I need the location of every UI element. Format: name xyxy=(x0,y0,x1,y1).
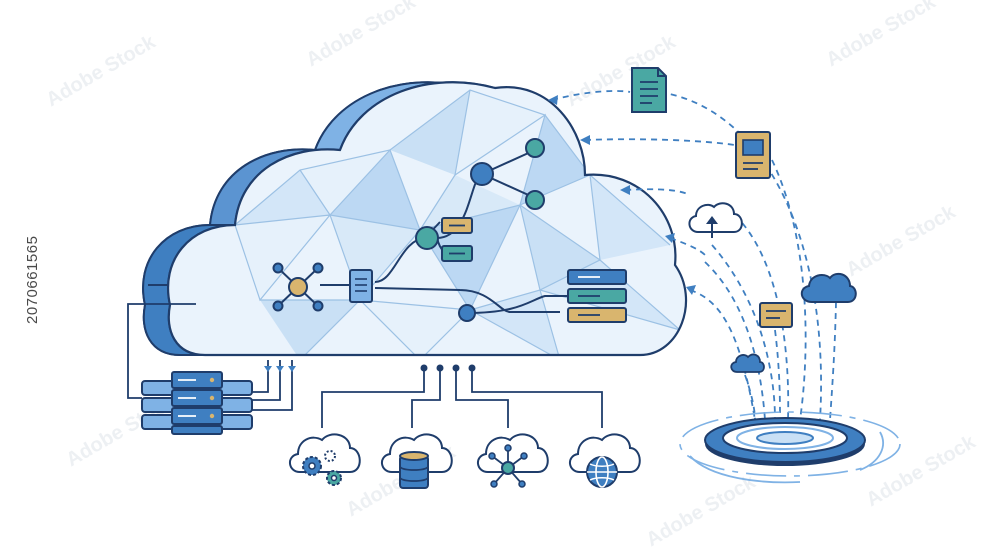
server-rack-icon xyxy=(567,269,627,323)
network-cloud-icon xyxy=(477,433,549,488)
image-id-caption: 2070661565 xyxy=(24,235,41,324)
cloud-upload-icon xyxy=(688,202,743,238)
data-stream-arcs xyxy=(551,90,837,421)
document-icon xyxy=(349,269,373,303)
server-rack-icon xyxy=(141,371,253,435)
cloud-icon xyxy=(800,272,857,303)
image-file-icon xyxy=(735,131,771,179)
globe-cloud-icon xyxy=(569,433,641,488)
label-tags xyxy=(441,217,473,262)
network-node xyxy=(458,304,476,322)
connector-pins xyxy=(264,366,296,372)
arrow-heads xyxy=(548,95,696,295)
data-portal xyxy=(679,411,901,484)
document-icon xyxy=(759,302,793,328)
connector-dots xyxy=(420,364,476,372)
network-node xyxy=(470,162,494,186)
network-nodes xyxy=(415,138,545,322)
network-node xyxy=(415,226,439,250)
network-node xyxy=(525,138,545,158)
network-node xyxy=(525,190,545,210)
gears-cloud-icon xyxy=(289,433,361,486)
database-cloud-icon xyxy=(381,433,453,489)
cloud-icon xyxy=(730,353,765,373)
hub-icon xyxy=(272,262,324,312)
bottom-connections xyxy=(321,368,603,428)
document-icon xyxy=(631,67,667,113)
